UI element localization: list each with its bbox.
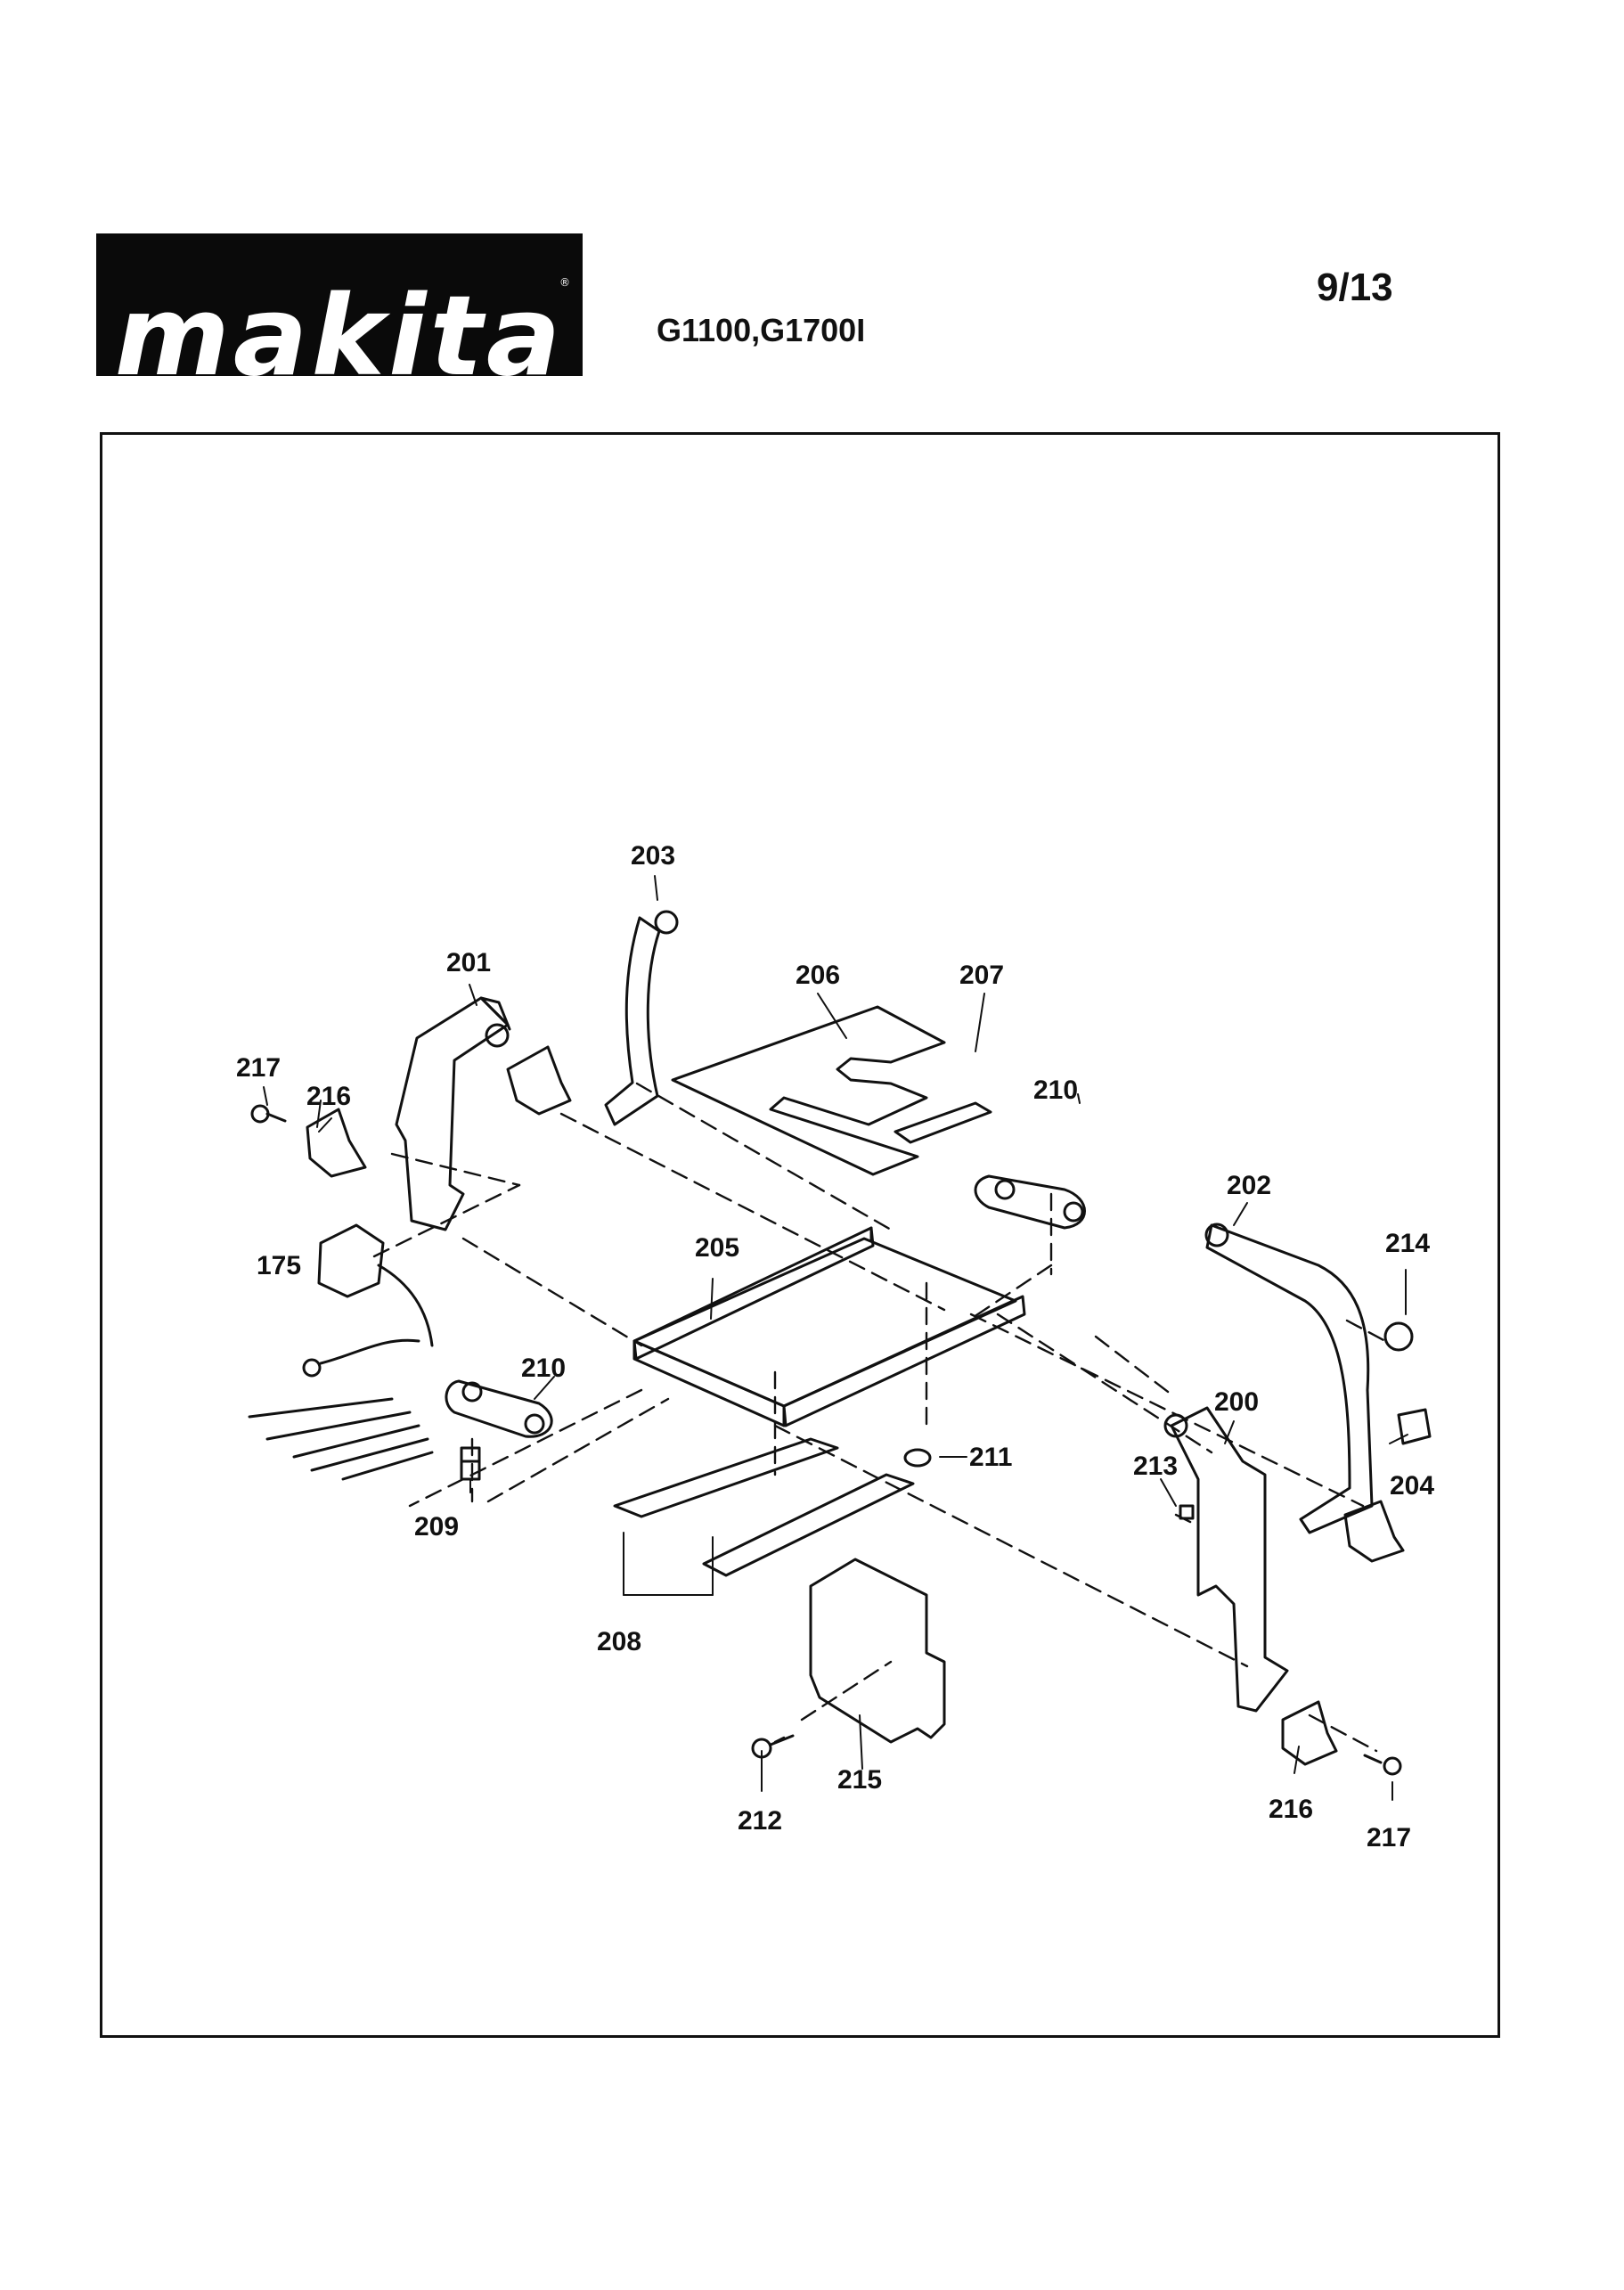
label-210-upper: 210	[1033, 1075, 1078, 1105]
page-number: 9/13	[1317, 266, 1393, 309]
part-208-strip-upper	[613, 1437, 839, 1518]
label-214: 214	[1385, 1229, 1430, 1258]
part-216-mount-lower	[1281, 1700, 1338, 1766]
label-208: 208	[597, 1627, 641, 1656]
label-211: 211	[969, 1443, 1012, 1472]
part-175-connector	[248, 1223, 434, 1481]
label-212: 212	[738, 1806, 782, 1836]
part-206-gasket	[671, 1005, 946, 1176]
part-208-strip-lower	[702, 1473, 915, 1577]
label-200: 200	[1214, 1387, 1259, 1417]
part-labels: 203 201 206 207 217 216 210 202 214 175 …	[236, 841, 1434, 1852]
label-209: 209	[414, 1512, 459, 1542]
part-217-bolt-right	[1363, 1754, 1402, 1776]
label-201: 201	[446, 948, 491, 977]
assembly-dashed-lines	[372, 1082, 1387, 1753]
label-217-right: 217	[1367, 1823, 1411, 1852]
label-217-left: 217	[236, 1053, 281, 1083]
label-216-left: 216	[306, 1082, 351, 1111]
part-209-bolt	[460, 1446, 481, 1481]
label-216-right: 216	[1269, 1795, 1313, 1824]
part-217-bolt-left	[250, 1104, 287, 1124]
part-203-bracket	[604, 916, 661, 1126]
part-213-nut	[1179, 1504, 1195, 1520]
part-216-mount-upper	[506, 1045, 572, 1116]
label-215: 215	[837, 1765, 882, 1795]
part-214-nut	[1383, 1321, 1414, 1352]
part-216-mount-left	[306, 1108, 367, 1178]
diagram-frame	[100, 432, 1500, 2038]
part-210-plate-upper	[974, 1174, 1086, 1230]
label-203: 203	[631, 841, 675, 871]
label-leader-lines	[263, 875, 1408, 1801]
part-204-block	[1397, 1408, 1432, 1445]
label-206: 206	[796, 961, 840, 990]
label-204: 204	[1390, 1471, 1434, 1501]
part-203-boss	[654, 910, 679, 935]
label-175: 175	[257, 1251, 301, 1280]
model-numbers: G1100,G1700I	[657, 312, 866, 348]
part-205-frame	[632, 1226, 1026, 1427]
brand-logo: makita ®	[96, 233, 583, 392]
part-210-plate-lower	[445, 1379, 553, 1438]
part-202-boss	[1204, 1223, 1229, 1247]
brand-logo-text: makita	[114, 273, 565, 401]
part-200-bracket	[1163, 1406, 1289, 1713]
part-211-nut	[903, 1448, 932, 1468]
label-207: 207	[959, 961, 1004, 990]
part-202-bracket	[1205, 1223, 1374, 1534]
label-213: 213	[1133, 1452, 1178, 1481]
registered-mark: ®	[559, 276, 570, 289]
label-202: 202	[1227, 1171, 1271, 1200]
part-207-strip	[894, 1101, 992, 1144]
part-216-mount-right	[1343, 1500, 1405, 1563]
part-201-bracket	[395, 996, 511, 1231]
label-205: 205	[695, 1233, 739, 1263]
part-212-bolt	[751, 1734, 795, 1759]
part-215-plate	[809, 1558, 946, 1744]
label-210-lower: 210	[521, 1354, 566, 1383]
